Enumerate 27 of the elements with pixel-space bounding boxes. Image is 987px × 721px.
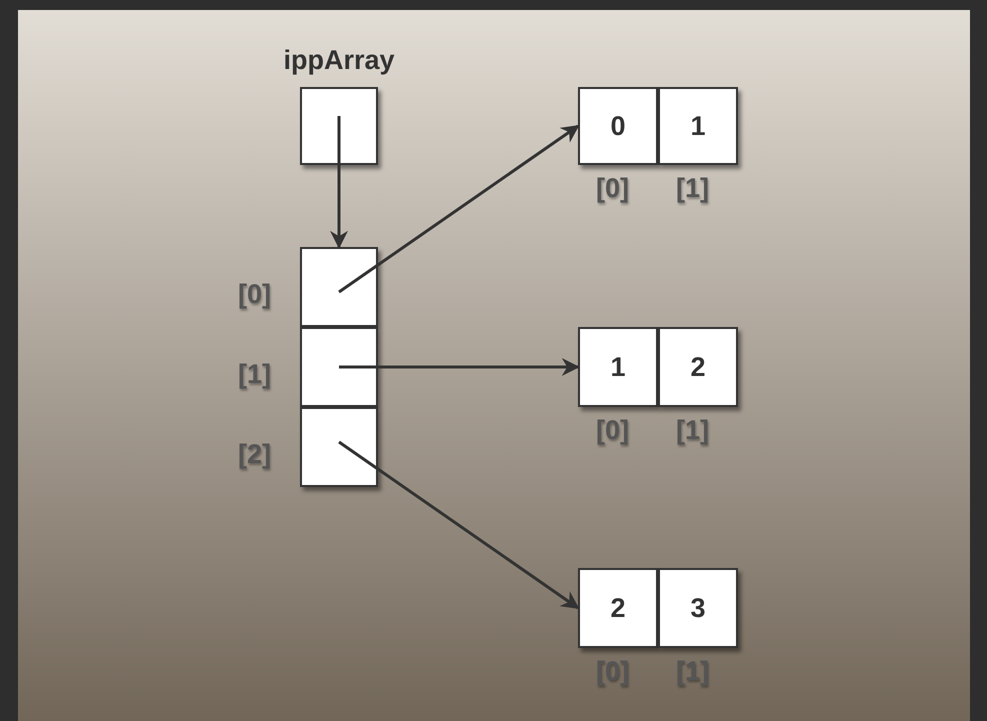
index-label: [0] [238, 279, 271, 310]
index-label: [2] [238, 439, 271, 470]
array-cell [658, 568, 738, 648]
element-value: 1 [610, 352, 626, 382]
array-cell [300, 407, 378, 487]
pointer-arrow [338, 440, 580, 610]
array-cell [578, 327, 658, 407]
index-label: [1] [238, 359, 271, 390]
index-label: [1] [676, 415, 709, 446]
element-value: 2 [690, 352, 706, 382]
array-cell [300, 327, 378, 407]
pointer-arrow [339, 358, 580, 376]
element-value: 3 [690, 592, 706, 624]
index-label: [0] [596, 173, 629, 204]
index-label: [0] [596, 415, 629, 446]
pointer-arrow [338, 124, 580, 294]
variable-name: ippArray [282, 45, 396, 76]
array-cell [658, 327, 738, 407]
pointer-arrow [330, 116, 348, 249]
array-cell [578, 568, 658, 648]
index-label: [1] [676, 173, 709, 204]
element-value: 2 [610, 592, 626, 624]
element-value: 0 [610, 110, 626, 142]
element-value: 1 [690, 110, 706, 142]
array-cell [658, 87, 738, 165]
array-cell [300, 247, 378, 327]
array-cell [578, 87, 658, 165]
